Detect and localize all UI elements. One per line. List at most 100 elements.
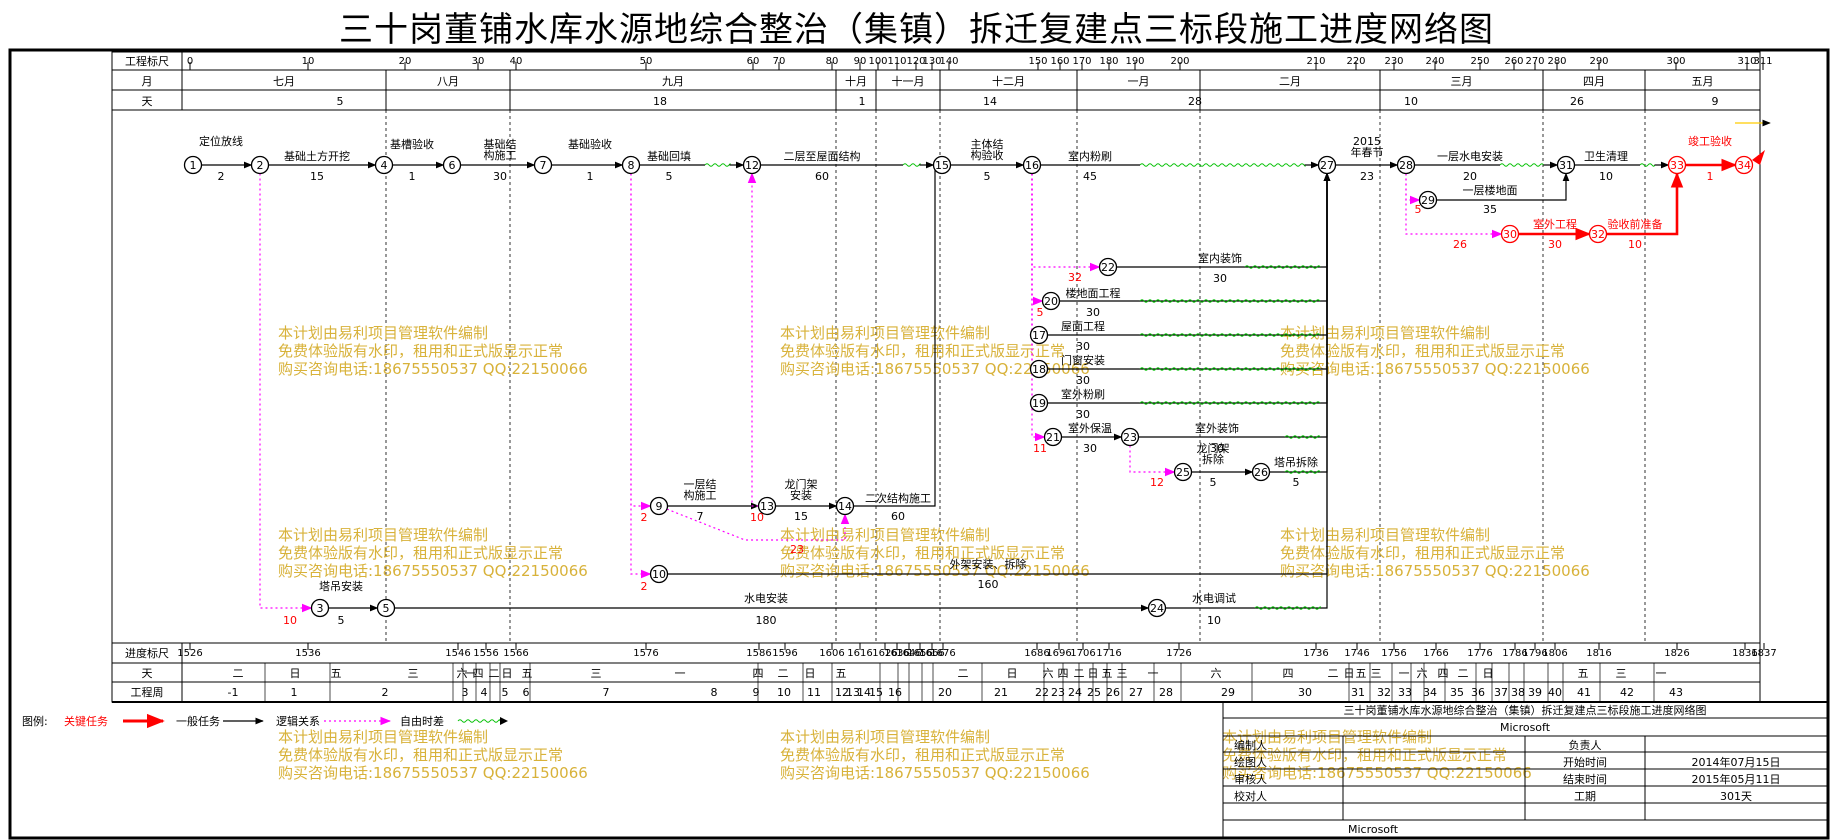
watermark-text: 免费体验版有水印，租用和正式版显示正常 — [780, 544, 1065, 562]
float-wave — [1139, 401, 1321, 405]
node-17[interactable]: 17 — [1029, 325, 1049, 345]
critical-edge[interactable] — [1606, 171, 1684, 236]
bottom-tick-label: 1736 — [1303, 648, 1328, 659]
node-31[interactable]: 31 — [1556, 155, 1576, 175]
month-cell: 十一月 — [892, 74, 925, 88]
watermark-text: 免费体验版有水印，租用和正式版显示正常 — [278, 746, 563, 764]
top-tick-label: 110 — [887, 56, 906, 67]
week-cell: 30 — [1298, 686, 1312, 699]
task-edge[interactable] — [1138, 172, 1331, 438]
week-cell: 16 — [888, 686, 902, 699]
task-edge[interactable] — [1059, 172, 1331, 302]
bottom-tick-label: 1746 — [1344, 648, 1369, 659]
float-label: 10 — [750, 511, 764, 524]
task-duration: 1 — [587, 170, 594, 183]
node-29[interactable]: 29 — [1418, 190, 1438, 210]
node-27[interactable]: 27 — [1317, 155, 1337, 175]
node-34[interactable]: 34 — [1734, 155, 1754, 175]
weekday-cell: 五 — [836, 667, 847, 680]
node-9[interactable]: 9 — [649, 496, 669, 516]
logic-edge[interactable] — [666, 508, 850, 541]
node-2[interactable]: 2 — [250, 155, 270, 175]
float-label: 26 — [1453, 238, 1467, 251]
node-13[interactable]: 13 — [757, 496, 777, 516]
logic-edge[interactable] — [1031, 173, 1046, 442]
float-wave — [1139, 163, 1306, 167]
info-key2: 结束时间 — [1563, 773, 1607, 786]
svg-text:构验收: 构验收 — [971, 148, 1004, 162]
node-20[interactable]: 20 — [1041, 291, 1061, 311]
node-18[interactable]: 18 — [1029, 359, 1049, 379]
logic-edge[interactable] — [1129, 445, 1176, 477]
node-7[interactable]: 7 — [533, 155, 553, 175]
float-wave — [1254, 606, 1321, 610]
node-32[interactable]: 32 — [1588, 224, 1608, 244]
float-wave — [1244, 265, 1321, 269]
svg-text:基础结: 基础结 — [484, 138, 517, 151]
svg-text:7: 7 — [540, 159, 547, 172]
node-33[interactable]: 33 — [1667, 155, 1687, 175]
week-cell: 10 — [777, 686, 791, 699]
svg-text:龙门架: 龙门架 — [785, 477, 818, 491]
node-6[interactable]: 6 — [442, 155, 462, 175]
node-1[interactable]: 1 — [183, 155, 203, 175]
bottom-tick-label: 1806 — [1542, 648, 1567, 659]
float-wave — [1639, 163, 1655, 167]
task-duration: 20 — [1463, 170, 1477, 183]
task-edge[interactable] — [1269, 172, 1331, 473]
week-cell: -1 — [228, 686, 239, 699]
watermark-text: 购买咨询电话:18675550537 QQ:22150066 — [780, 764, 1090, 782]
node-16[interactable]: 16 — [1022, 155, 1042, 175]
node-28[interactable]: 28 — [1396, 155, 1416, 175]
task-duration: 5 — [1210, 476, 1217, 489]
bottom-tick-label: 1676 — [930, 648, 955, 659]
svg-text:29: 29 — [1421, 194, 1435, 207]
bottom-tick-label: 1696 — [1046, 648, 1071, 659]
weekday-cell: 五 — [522, 667, 533, 680]
node-3[interactable]: 3 — [310, 598, 330, 618]
outer-frame — [8, 48, 1830, 840]
week-cell: 21 — [994, 686, 1008, 699]
top-tick-label: 190 — [1125, 56, 1144, 67]
svg-text:33: 33 — [1670, 159, 1684, 172]
node-15[interactable]: 15 — [932, 155, 952, 175]
node-8[interactable]: 8 — [621, 155, 641, 175]
svg-text:22: 22 — [1101, 261, 1115, 274]
logic-edge[interactable] — [747, 172, 759, 507]
float-label: 10 — [283, 614, 297, 627]
logic-edge[interactable] — [1031, 173, 1044, 306]
top-tick-label: 60 — [747, 56, 760, 67]
node-26[interactable]: 26 — [1251, 462, 1271, 482]
week-cell: 4 — [481, 686, 488, 699]
logic-edge[interactable] — [1031, 173, 1101, 272]
node-22[interactable]: 22 — [1098, 257, 1118, 277]
svg-text:13: 13 — [760, 500, 774, 513]
node-10[interactable]: 10 — [649, 564, 669, 584]
node-5[interactable]: 5 — [376, 598, 396, 618]
watermark-text: 免费体验版有水印，租用和正式版显示正常 — [780, 342, 1065, 360]
logic-edge[interactable] — [630, 173, 652, 579]
node-12[interactable]: 12 — [742, 155, 762, 175]
watermark-text: 本计划由易利项目管理软件编制 — [278, 324, 488, 342]
node-24[interactable]: 24 — [1147, 598, 1167, 618]
node-21[interactable]: 21 — [1043, 427, 1063, 447]
node-23[interactable]: 23 — [1120, 427, 1140, 447]
logic-edge[interactable] — [1405, 173, 1421, 205]
node-4[interactable]: 4 — [374, 155, 394, 175]
task-edge[interactable] — [1165, 172, 1331, 609]
task-duration: 45 — [1083, 170, 1097, 183]
node-25[interactable]: 25 — [1173, 462, 1193, 482]
node-19[interactable]: 19 — [1029, 393, 1049, 413]
svg-text:一层水电安装: 一层水电安装 — [1437, 149, 1503, 163]
logic-edge[interactable] — [1405, 173, 1503, 239]
bottom-tick-label: 1686 — [1024, 648, 1049, 659]
node-14[interactable]: 14 — [835, 496, 855, 516]
task-edge[interactable] — [1436, 172, 1570, 201]
logic-edge[interactable] — [630, 173, 652, 511]
node-30[interactable]: 30 — [1500, 224, 1520, 244]
svg-text:一层楼地面: 一层楼地面 — [1463, 183, 1518, 197]
weekday-cell: 六 — [1211, 667, 1222, 680]
